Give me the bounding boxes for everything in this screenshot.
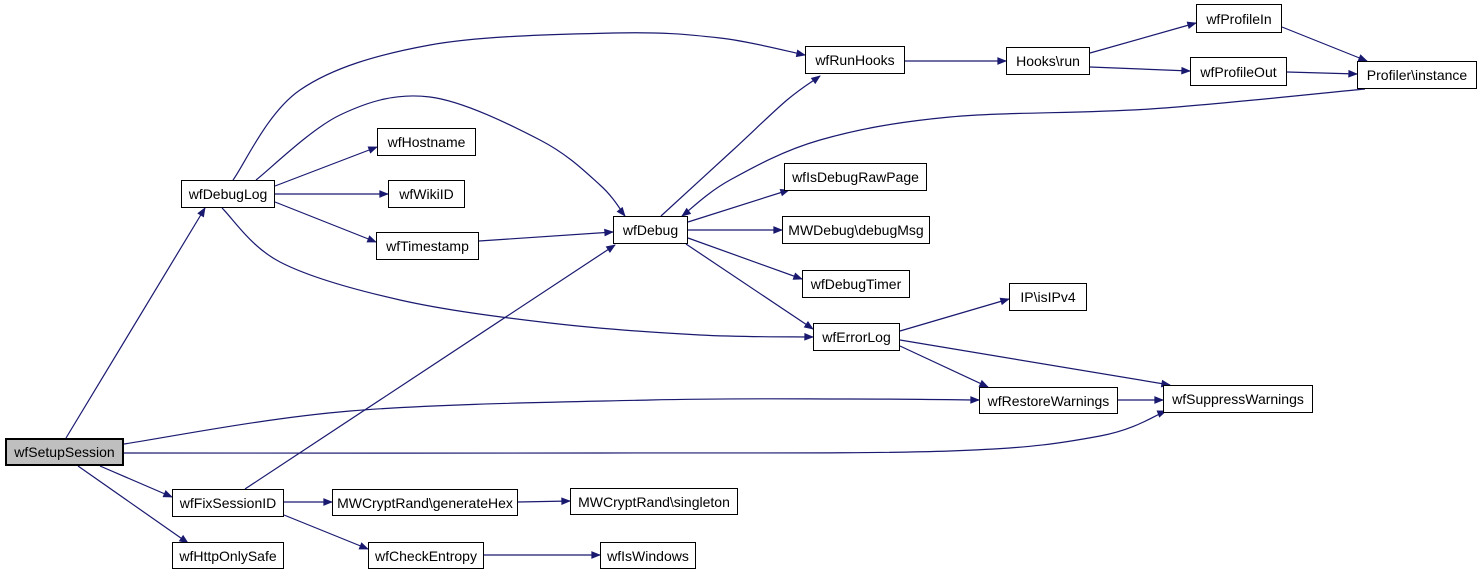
graph-node-label: IP\isIPv4	[1020, 289, 1076, 305]
graph-node-wfSuppressWarnings[interactable]: wfSuppressWarnings	[1163, 385, 1313, 413]
graph-node-MWDebugDebugMsg[interactable]: MWDebug\debugMsg	[782, 216, 930, 244]
graph-node-wfIsDebugRawPage[interactable]: wfIsDebugRawPage	[784, 163, 927, 191]
graph-edge-HooksRun-to-wfProfileIn	[1089, 21, 1197, 54]
graph-edge-wfDebug-to-wfIsDebugRawPage	[687, 188, 790, 223]
graph-node-label: wfIsDebugRawPage	[792, 169, 919, 185]
graph-edge-wfDebug-to-wfDebugTimer	[687, 237, 803, 280]
graph-node-wfRestoreWarnings[interactable]: wfRestoreWarnings	[979, 387, 1118, 414]
graph-node-wfHttpOnlySafe[interactable]: wfHttpOnlySafe	[172, 542, 284, 569]
graph-node-wfCheckEntropy[interactable]: wfCheckEntropy	[368, 542, 484, 569]
graph-node-wfProfileOut[interactable]: wfProfileOut	[1190, 57, 1287, 86]
graph-node-wfRunHooks[interactable]: wfRunHooks	[805, 46, 905, 74]
graph-edge-wfDebugLog-to-wfErrorLog	[221, 207, 814, 341]
graph-node-ProfilerInstance[interactable]: Profiler\instance	[1357, 61, 1477, 89]
graph-node-label: wfRunHooks	[815, 52, 895, 68]
graph-node-label: wfProfileOut	[1200, 63, 1277, 80]
graph-node-wfErrorLog[interactable]: wfErrorLog	[813, 323, 900, 351]
graph-node-label: MWCryptRand\generateHex	[337, 494, 513, 511]
graph-node-IPIsIPv4[interactable]: IP\isIPv4	[1009, 283, 1087, 311]
graph-edge-wfErrorLog-to-IPIsIPv4	[899, 297, 1010, 332]
graph-node-label: wfTimestamp	[386, 238, 469, 254]
graph-node-label: MWDebug\debugMsg	[788, 222, 924, 238]
graph-node-wfDebug[interactable]: wfDebug	[613, 216, 688, 244]
graph-node-label: wfWikiID	[399, 186, 454, 202]
graph-node-wfTimestamp[interactable]: wfTimestamp	[376, 232, 479, 260]
graph-node-label: wfDebugTimer	[810, 276, 902, 292]
graph-edge-wfSetupSession-to-wfHttpOnlySafe	[77, 465, 189, 544]
graph-node-wfFixSessionID[interactable]: wfFixSessionID	[172, 489, 284, 517]
graph-edge-wfErrorLog-to-wfSuppressWarnings	[899, 339, 1171, 388]
graph-node-wfSetupSession[interactable]: wfSetupSession	[5, 438, 124, 466]
graph-node-label: wfHostname	[387, 134, 466, 150]
graph-edge-wfSetupSession-to-wfSuppressWarnings	[123, 410, 1167, 454]
graph-node-MWCryptRandGenerateHex[interactable]: MWCryptRand\generateHex	[332, 489, 518, 516]
graph-edge-wfSetupSession-to-wfDebugLog	[65, 207, 206, 439]
graph-node-label: wfSetupSession	[14, 444, 115, 460]
graph-edge-wfDebug-to-wfErrorLog	[685, 243, 814, 330]
graph-edge-wfTimestamp-to-wfDebug	[478, 228, 614, 242]
graph-node-MWCryptRandSingleton[interactable]: MWCryptRand\singleton	[570, 488, 738, 515]
graph-node-label: Profiler\instance	[1366, 67, 1468, 83]
graph-node-label: wfIsWindows	[607, 547, 689, 564]
graph-node-wfDebugLog[interactable]: wfDebugLog	[181, 180, 275, 208]
graph-node-label: Hooks\run	[1016, 53, 1080, 69]
graph-node-label: wfSuppressWarnings	[1172, 391, 1304, 407]
graph-edge-wfFixSessionID-to-wfCheckEntropy	[283, 514, 369, 550]
graph-node-label: MWCryptRand\singleton	[578, 493, 730, 510]
graph-node-label: wfHttpOnlySafe	[179, 547, 277, 564]
graph-node-wfWikiID[interactable]: wfWikiID	[388, 180, 465, 208]
graph-edge-wfDebugLog-to-wfRunHooks	[232, 32, 806, 181]
graph-node-label: wfErrorLog	[822, 329, 891, 345]
graph-node-label: wfCheckEntropy	[375, 547, 477, 564]
graph-node-wfHostname[interactable]: wfHostname	[377, 128, 476, 156]
graph-node-label: wfProfileIn	[1206, 10, 1272, 27]
graph-node-label: wfDebugLog	[188, 186, 268, 202]
graph-node-HooksRun[interactable]: Hooks\run	[1006, 47, 1090, 75]
graph-edge-wfDebug-to-wfRunHooks	[660, 75, 821, 217]
graph-edge-wfDebugLog-to-wfDebug	[255, 95, 626, 217]
graph-edge-HooksRun-to-wfProfileOut	[1089, 66, 1191, 75]
graph-node-wfDebugTimer[interactable]: wfDebugTimer	[802, 270, 910, 298]
graph-edge-wfFixSessionID-to-wfDebug	[244, 244, 616, 490]
graph-edge-wfDebugLog-to-wfTimestamp	[274, 201, 377, 243]
graph-node-label: wfFixSessionID	[179, 495, 277, 511]
graph-edge-wfProfileIn-to-ProfilerInstance	[1281, 26, 1368, 62]
graph-node-wfProfileIn[interactable]: wfProfileIn	[1196, 4, 1282, 33]
graph-edge-wfSetupSession-to-wfRestoreWarnings	[123, 396, 980, 445]
graph-edge-wfErrorLog-to-wfRestoreWarnings	[899, 345, 989, 388]
graph-node-label: wfDebug	[622, 222, 679, 238]
graph-edge-wfDebugLog-to-wfHostname	[274, 146, 378, 187]
graph-edge-wfProfileOut-to-ProfilerInstance	[1286, 69, 1358, 78]
graph-edge-ProfilerInstance-to-wfDebug	[681, 88, 1366, 217]
graph-node-wfIsWindows[interactable]: wfIsWindows	[600, 542, 696, 569]
graph-edge-MWCryptRandGenerateHex-to-MWCryptRandSingleton	[517, 497, 571, 506]
graph-edge-wfSetupSession-to-wfFixSessionID	[99, 465, 173, 498]
graph-node-label: wfRestoreWarnings	[987, 392, 1110, 409]
